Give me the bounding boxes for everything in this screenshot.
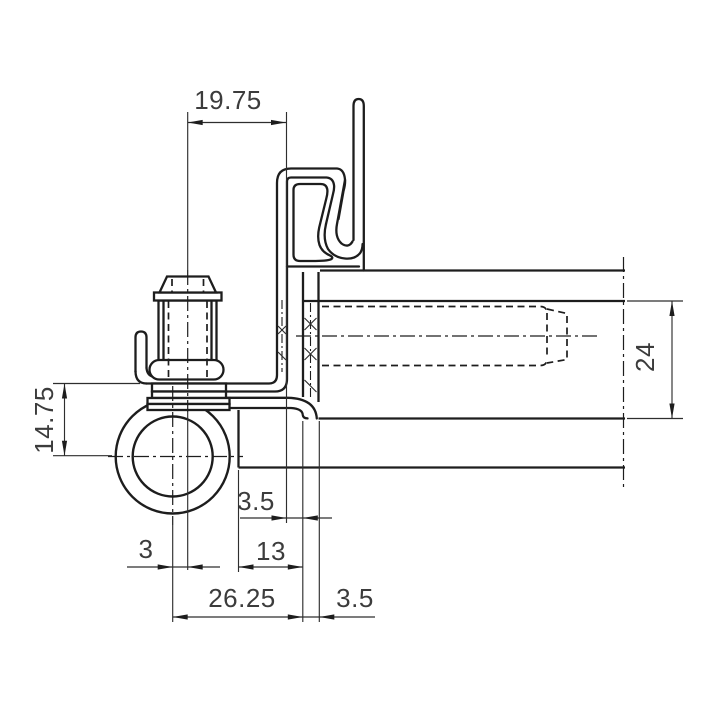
arrowhead-top [669,301,675,316]
arrowhead-right [187,564,203,570]
hidden-hole-top [322,305,548,314]
arrowhead-right [287,614,303,620]
dimension-26-25: 26.25 [172,583,303,620]
centerlines [108,270,243,622]
clip-hook-slot [335,178,354,247]
washer-1 [150,382,228,393]
dim-label-gap-lower: 3.5 [336,583,374,613]
washer-4 [146,402,231,412]
clip-inner-contour [150,176,336,393]
screw-cap-thread-dashes [171,279,205,292]
frame-profile-beam [296,269,625,402]
washer-stack [146,382,231,412]
dimension-13: 13 [237,470,303,572]
frame-wall-hatch-marks [304,317,317,393]
clip-wall-hatch-marks [277,325,287,361]
dim-label-overall: 26.25 [208,583,276,613]
hidden-hole-bottom [322,358,548,367]
dimension-3: 3 [127,412,220,570]
dimension-3-5-upper: 3.5 [237,421,332,622]
dimension-24: 24 [627,300,683,420]
dim-label-leaf-width: 13 [256,536,286,566]
arrowhead-right [271,119,286,126]
arrowhead-bottom [669,403,675,419]
arrowhead-left [238,564,254,570]
arrowhead-right [287,564,303,570]
arrowhead-right [319,614,335,620]
screw-thread-dashes [167,301,208,378]
dim-label-leaf-to-pin: 14.75 [29,386,59,454]
dim-label-pin-offset: 3 [139,534,154,564]
dim-label-profile-gap: 24 [630,342,660,372]
arrowhead-left [157,564,173,570]
arrowhead-left [172,614,188,620]
frame-clip-profile [144,97,365,393]
arrowhead-top [61,383,68,399]
arrowhead-left [187,119,203,126]
arrowhead-left [271,515,287,521]
dimension-14-75: 14.75 [29,382,140,457]
clip-chamber [292,182,334,263]
arrowhead-right [302,515,318,521]
dimension-3-5-lower: 3.5 [302,421,375,622]
door-leaf [224,396,318,420]
screw-body-inner-lines [162,300,213,361]
arrowhead-bottom [61,440,68,456]
dim-label-gap-upper: 3.5 [237,486,275,516]
collar-pill [148,358,225,381]
door-leaf-top [224,396,318,420]
dim-label-top-width: 19.75 [194,85,262,115]
lip-outline [134,330,148,374]
door-leaf-bottom [228,406,309,420]
dimension-19-75: 19.75 [187,85,288,523]
clip-hook-outer [323,222,364,260]
adjustment-screw [148,275,225,381]
door-profile-beam [237,257,625,488]
lip-bottom-bend-outer [134,369,148,385]
clip-blade [352,97,365,272]
